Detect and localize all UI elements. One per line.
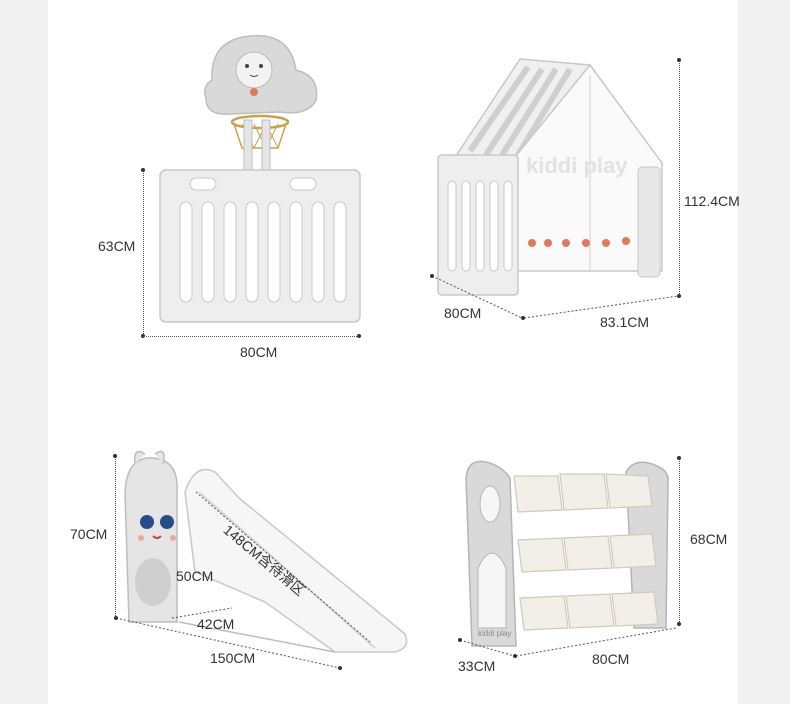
basketball-gate-illustration: [159, 34, 361, 323]
dim-dot: [357, 334, 361, 338]
dim-dot: [141, 168, 145, 172]
shelf-width-label: 80CM: [592, 651, 630, 667]
playhouse-width-label: 83.1CM: [600, 314, 650, 330]
dim-dot: [677, 456, 681, 460]
gate-width-label: 80CM: [240, 344, 278, 360]
playhouse-height-label: 112.4CM: [684, 193, 740, 209]
gate-height-label: 63CM: [98, 238, 136, 254]
playhouse-depth-label: 80CM: [444, 305, 482, 321]
slide-inner-width-label: 50CM: [176, 568, 214, 584]
playhouse-height-line: [679, 60, 680, 296]
dim-dot: [677, 58, 681, 62]
toy-shelf-illustration: kiddi play: [465, 460, 669, 647]
shelf-height-label: 68CM: [690, 531, 728, 547]
playhouse-illustration: kiddi play: [437, 58, 664, 296]
slide-illustration: [124, 450, 408, 653]
slide-height-label: 70CM: [70, 526, 108, 542]
slide-step-width-label: 42CM: [197, 616, 235, 632]
dim-dot: [677, 622, 681, 626]
playhouse-brand-text: kiddi play: [526, 153, 628, 178]
slide-total-length-label: 150CM: [210, 650, 256, 666]
gate-width-line: [143, 336, 359, 337]
shelf-brand-text: kiddi play: [478, 629, 511, 638]
shelf-height-line: [679, 458, 680, 624]
shelf-depth-label: 33CM: [458, 658, 496, 674]
dim-dot: [677, 294, 681, 298]
gate-height-line: [143, 170, 144, 336]
dim-dot: [113, 454, 117, 458]
slide-height-line: [115, 456, 116, 616]
